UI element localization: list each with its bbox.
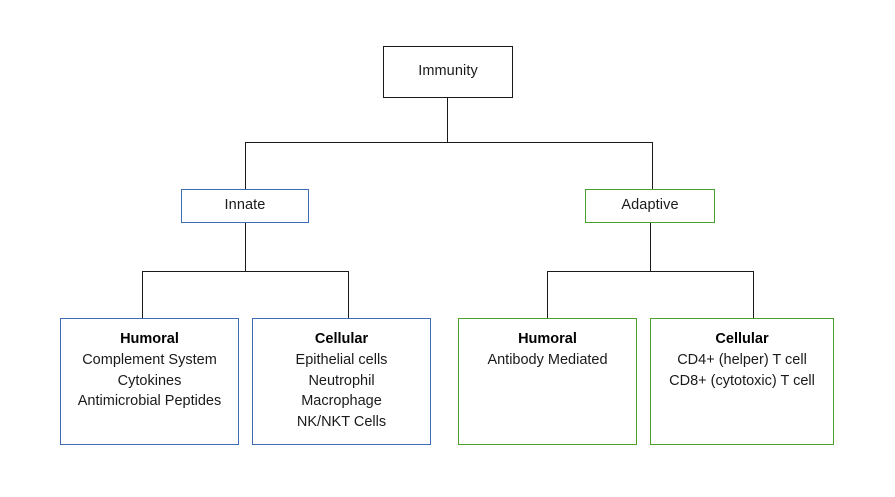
connector-drop-adaptive [652,142,653,189]
connector-drop-adaptive-cellular [753,271,754,318]
connector-drop-innate-cellular [348,271,349,318]
node-innate-cellular-item-4: NK/NKT Cells [296,413,387,430]
node-adaptive-humoral-item-1: Antibody Mediated [487,352,608,369]
node-adaptive-humoral-heading: Humoral [518,331,577,347]
node-innate-humoral-item-1: Complement System [82,352,217,369]
node-innate-humoral[interactable]: Humoral Complement System Cytokines Anti… [60,318,239,445]
node-immunity-label: Immunity [418,63,478,80]
node-adaptive[interactable]: Adaptive [585,189,715,223]
node-adaptive-cellular[interactable]: Cellular CD4+ (helper) T cell CD8+ (cyto… [650,318,834,445]
node-innate-humoral-heading: Humoral [120,331,179,347]
connector-drop-innate [245,142,246,189]
node-adaptive-label: Adaptive [621,197,679,214]
node-innate-cellular-item-3: Macrophage [301,393,382,410]
connector-drop-adaptive-humoral [547,271,548,318]
connector-innate-stem [245,223,246,271]
connector-level2-bar [245,142,653,143]
node-immunity[interactable]: Immunity [383,46,513,98]
node-adaptive-cellular-item-2: CD8+ (cytotoxic) T cell [669,372,815,389]
connector-adaptive-bar [547,271,753,272]
connector-adaptive-stem [650,223,651,271]
node-innate-humoral-item-3: Antimicrobial Peptides [77,393,222,410]
node-innate-cellular-item-2: Neutrophil [308,372,375,389]
node-adaptive-cellular-heading: Cellular [715,331,769,347]
node-innate[interactable]: Innate [181,189,309,223]
node-innate-cellular-item-1: Epithelial cells [295,352,388,369]
connector-innate-bar [142,271,348,272]
node-innate-humoral-item-2: Cytokines [117,372,182,389]
connector-drop-innate-humoral [142,271,143,318]
node-innate-cellular-heading: Cellular [314,331,369,347]
node-innate-cellular[interactable]: Cellular Epithelial cells Neutrophil Mac… [252,318,431,445]
connector-root-stem [447,98,448,143]
node-adaptive-humoral[interactable]: Humoral Antibody Mediated [458,318,637,445]
node-innate-label: Innate [224,197,266,214]
node-adaptive-cellular-item-1: CD4+ (helper) T cell [677,352,807,369]
